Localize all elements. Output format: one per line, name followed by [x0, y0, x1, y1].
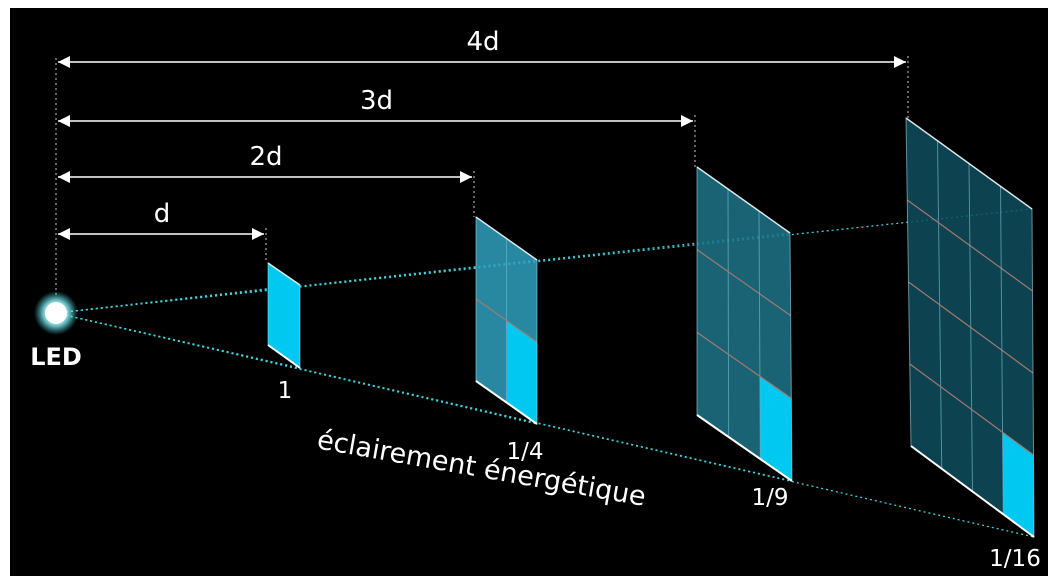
grid-line — [758, 210, 761, 460]
irradiance-label-1: 1 — [278, 378, 293, 404]
panel-top-edge — [267, 262, 301, 286]
distance-label-1: d — [154, 199, 171, 229]
panel-2 — [475, 216, 538, 425]
grid-line — [909, 363, 1034, 456]
grid-line — [696, 331, 792, 399]
panel-1 — [267, 262, 301, 369]
panel-top-edge — [696, 166, 791, 234]
distance-dimensions: d 2d 3d 4d — [55, 27, 909, 295]
distance-label-4: 4d — [466, 27, 499, 57]
grid-line — [1000, 186, 1004, 515]
panel-surface — [268, 263, 300, 368]
grid-line — [908, 281, 1034, 374]
ray-line — [55, 232, 791, 314]
panel-3 — [696, 166, 793, 482]
highlight-cell — [759, 376, 792, 481]
panel-top-edge — [905, 117, 1033, 210]
irradiance-label-3: 1/9 — [751, 485, 788, 511]
irradiance-label-4: 1/16 — [989, 546, 1041, 572]
grid-line — [475, 298, 538, 343]
grid-line — [696, 249, 792, 317]
irradiance-panels — [267, 117, 1035, 538]
grid-line — [727, 188, 730, 438]
led-label: LED — [30, 343, 82, 371]
ray-line — [55, 312, 1035, 538]
panel-top-edge — [475, 216, 538, 261]
led-icon — [45, 302, 67, 324]
highlight-cell — [1002, 432, 1034, 537]
ray-line — [55, 208, 1033, 314]
distance-label-2: 2d — [249, 142, 282, 172]
panel-4 — [905, 117, 1035, 538]
highlight-cell — [506, 320, 537, 424]
panel-bottom-edge — [475, 380, 538, 425]
led-source: LED — [30, 291, 82, 371]
irradiance-label-2: 1/4 — [506, 439, 543, 465]
distance-label-3: 3d — [360, 86, 393, 116]
panel-bottom-edge — [267, 344, 301, 369]
panel-bottom-edge — [696, 414, 793, 482]
panel-bottom-edge — [910, 445, 1035, 538]
